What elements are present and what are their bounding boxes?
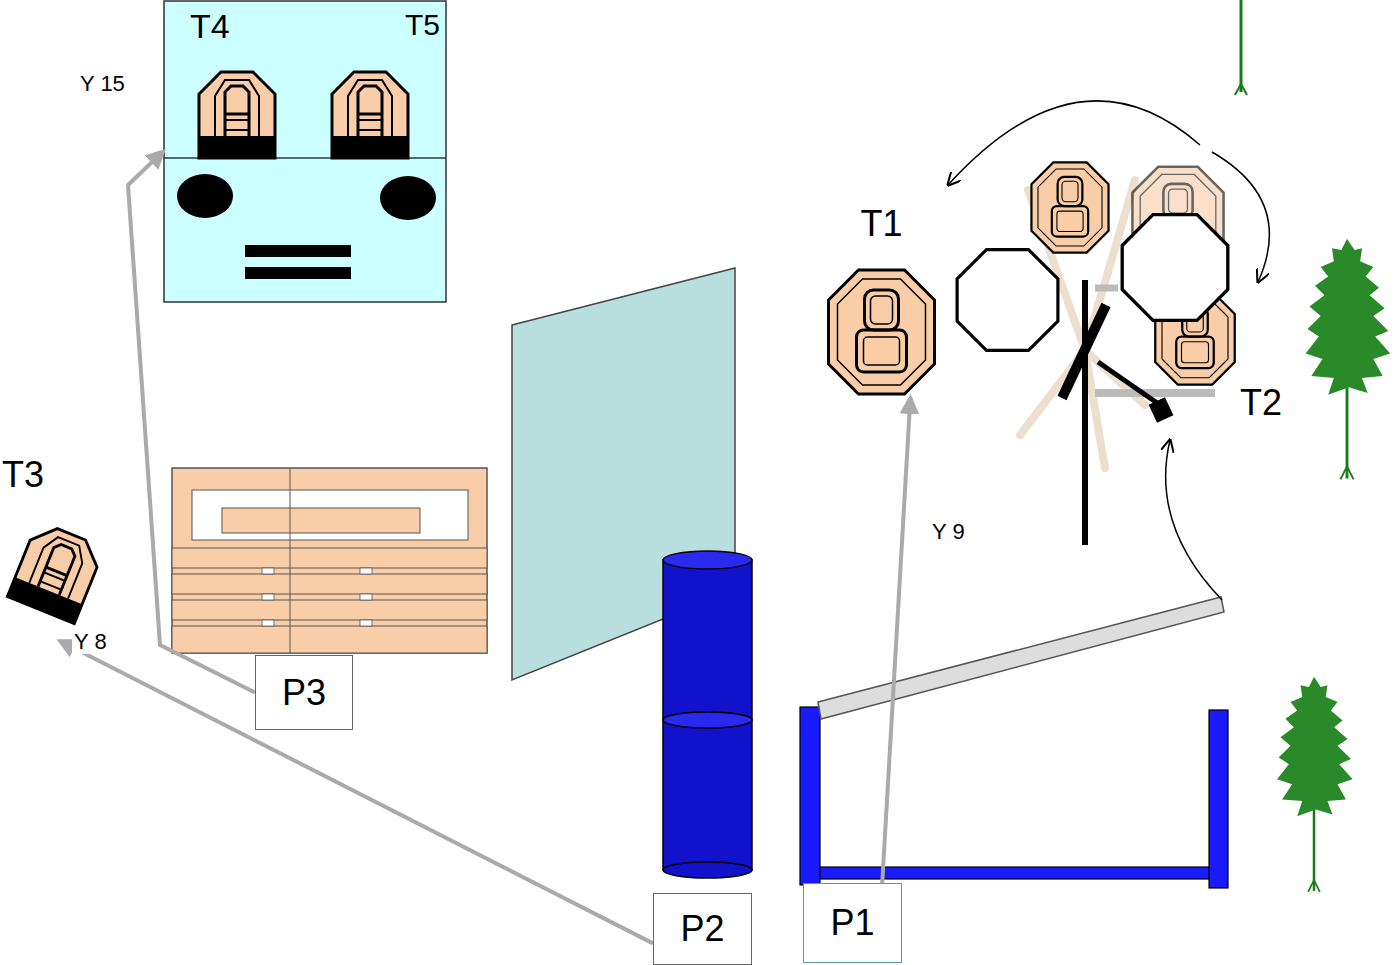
target-name: T3 <box>2 454 44 495</box>
distance-label: Y 8 <box>72 629 109 654</box>
target-name: T1 <box>860 203 902 244</box>
line-of-fire-arrow <box>128 152 255 693</box>
line-of-fire-arrow <box>882 398 910 883</box>
target-name: P3 <box>282 673 326 713</box>
position-box: P1 <box>803 883 902 963</box>
distance-label: Y 9 <box>930 519 967 544</box>
target-name: T4 <box>190 8 230 45</box>
target-name: P1 <box>830 903 874 943</box>
popper-target: T3 <box>0 455 100 641</box>
position-box: P2 <box>653 893 752 965</box>
target-name: T5 <box>405 8 440 41</box>
line-of-fire-arrow <box>60 641 653 943</box>
position-box: P3 <box>255 655 353 730</box>
target-panel: T4 T5 <box>163 0 447 303</box>
target-label: T2 <box>1238 382 1284 423</box>
paper-target: T1 <box>826 202 937 398</box>
distance-label: Y 15 <box>78 71 127 96</box>
target-name: P2 <box>680 909 724 949</box>
